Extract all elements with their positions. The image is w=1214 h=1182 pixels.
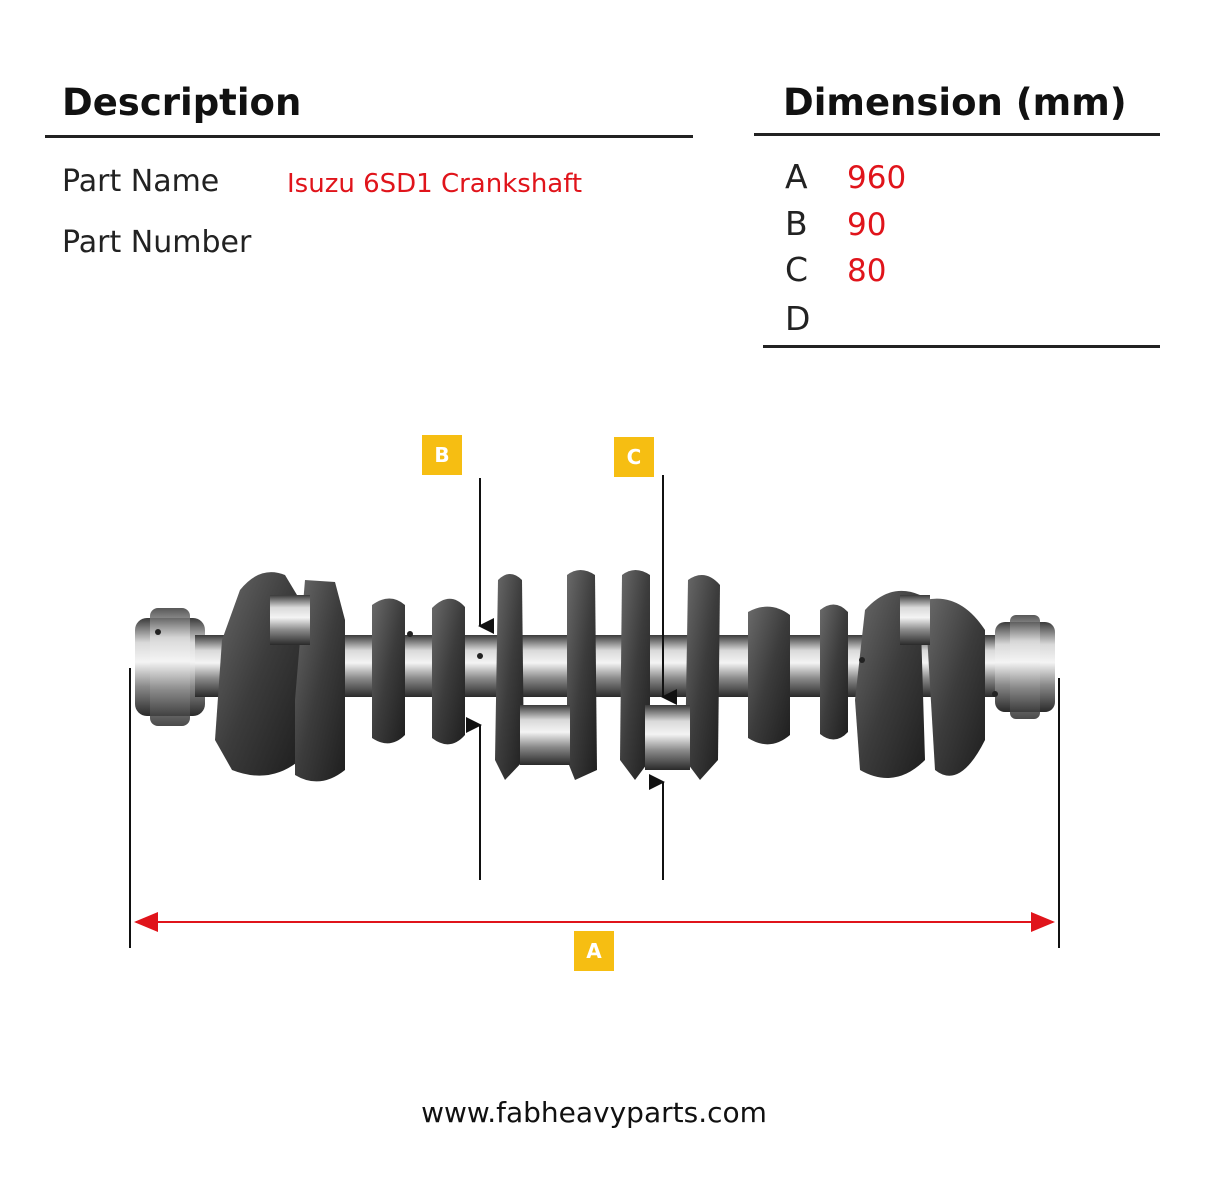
dimension-heading: Dimension (mm) [783, 81, 1127, 124]
description-rule [45, 135, 693, 138]
dimension-rule-bottom [763, 345, 1160, 348]
dimension-letter-b: B [785, 204, 808, 243]
dimension-rule-top [754, 133, 1160, 136]
dimension-letter-d: D [785, 299, 811, 338]
part-name-label: Part Name [62, 164, 220, 199]
dimension-value-b: 90 [847, 207, 887, 243]
part-number-label: Part Number [62, 225, 252, 260]
dimension-value-a: 960 [847, 160, 907, 196]
dimension-a-marker [129, 668, 1060, 948]
dimension-letter-a: A [785, 157, 808, 196]
dimension-letter-c: C [785, 250, 809, 289]
part-name-value: Isuzu 6SD1 Crankshaft [287, 169, 583, 199]
tag-c: C [614, 437, 654, 477]
crankshaft-image [135, 570, 1055, 782]
tag-a: A [574, 931, 614, 971]
description-heading: Description [62, 81, 302, 124]
footer-url[interactable]: www.fabheavyparts.com [421, 1096, 767, 1129]
tag-b: B [422, 435, 462, 475]
dimension-value-c: 80 [847, 253, 887, 289]
